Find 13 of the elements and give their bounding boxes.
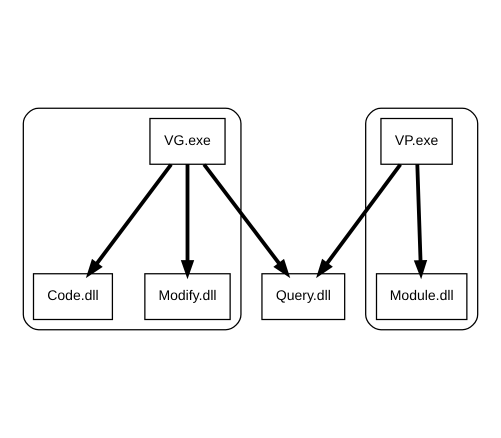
arrow <box>414 164 428 280</box>
cluster <box>22 108 242 330</box>
node-box: Modify.dll <box>144 273 231 320</box>
node-box: Query.dll <box>261 273 346 320</box>
arrow <box>180 164 194 280</box>
arrow <box>202 163 290 278</box>
arrow <box>316 163 402 278</box>
node-box: VG.exe <box>149 118 226 165</box>
node-box: Code.dll <box>32 273 114 320</box>
arrow <box>86 163 173 278</box>
cluster <box>365 108 478 330</box>
node-box: VP.exe <box>380 118 453 165</box>
node-box: Module.dll <box>376 273 468 320</box>
